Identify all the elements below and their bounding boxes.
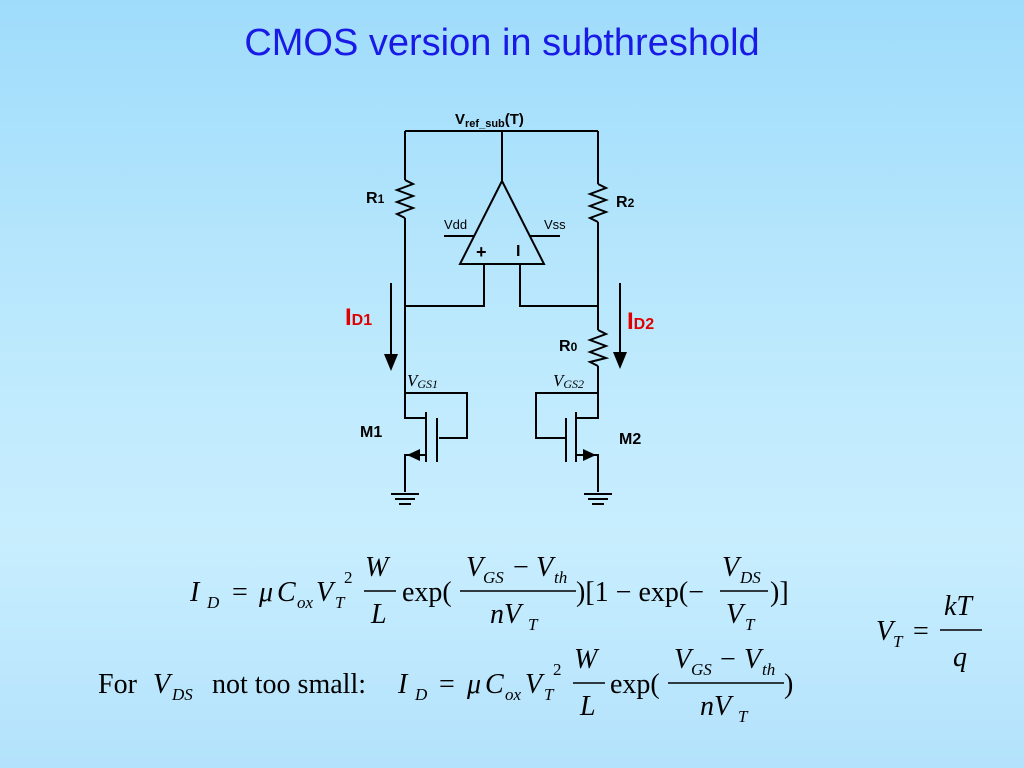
svg-text:T: T: [738, 707, 749, 726]
label-id2: ID2: [627, 308, 654, 335]
svg-text:V: V: [536, 552, 556, 583]
label-r1: R1: [366, 190, 385, 207]
svg-text:2: 2: [344, 568, 353, 587]
svg-text:T: T: [745, 615, 756, 634]
svg-text:−: −: [720, 644, 736, 675]
m2-arrow: [583, 449, 596, 461]
resistor-r2: [587, 183, 609, 223]
m1-arrow: [407, 449, 420, 461]
svg-text:V: V: [316, 577, 336, 608]
label-vss: Vss: [544, 217, 566, 232]
transistor-m1: [391, 392, 468, 505]
svg-text:th: th: [554, 568, 567, 587]
svg-text:I: I: [189, 577, 201, 608]
opamp-symbol: [458, 178, 546, 265]
svg-text:For: For: [98, 669, 138, 700]
svg-text:μ: μ: [466, 669, 481, 700]
svg-text:V: V: [525, 669, 545, 700]
transistor-m2: [535, 392, 612, 505]
equation-2: For V DS not too small: I D = μ C ox V T…: [98, 644, 793, 726]
svg-text:−: −: [513, 552, 529, 583]
svg-text:V: V: [153, 669, 173, 700]
svg-text:th: th: [762, 660, 775, 679]
label-vref: Vref_sub(T): [455, 111, 524, 130]
svg-text:exp(: exp(: [402, 577, 452, 608]
current-arrow-id2: [613, 283, 627, 369]
slide-title: CMOS version in subthreshold: [244, 22, 760, 64]
svg-text:ox: ox: [505, 685, 522, 704]
label-vgs1: VGS1: [407, 371, 438, 391]
svg-text:L: L: [579, 691, 596, 722]
svg-text:=: =: [913, 616, 929, 647]
svg-text:I: I: [397, 669, 409, 700]
svg-text:nV: nV: [700, 691, 734, 722]
svg-text:V: V: [674, 644, 694, 675]
resistor-r0: [587, 329, 610, 367]
svg-text:GS: GS: [483, 568, 504, 587]
svg-text:2: 2: [553, 660, 562, 679]
label-id1: ID1: [345, 304, 372, 331]
svg-text:)[1 − exp(−: )[1 − exp(−: [576, 577, 704, 608]
svg-text:V: V: [466, 552, 486, 583]
svg-text:not too small:: not too small:: [212, 669, 366, 700]
svg-text:T: T: [528, 615, 539, 634]
svg-text:C: C: [485, 669, 504, 700]
svg-text:L: L: [370, 599, 387, 630]
equation-1: I D = μ C ox V T 2 W L exp( V GS − V th …: [189, 552, 789, 634]
svg-text:V: V: [726, 599, 746, 630]
svg-text:): ): [784, 669, 793, 700]
equation-3: V T = kT q: [876, 591, 982, 673]
svg-text:exp(: exp(: [610, 669, 660, 700]
svg-text:W: W: [365, 552, 391, 583]
svg-text:W: W: [574, 644, 600, 675]
svg-text:)]: )]: [770, 577, 789, 608]
svg-text:=: =: [232, 577, 248, 608]
svg-text:q: q: [953, 642, 967, 673]
svg-text:μ: μ: [258, 577, 273, 608]
svg-text:kT: kT: [944, 591, 974, 622]
label-opamp-plus: +: [476, 242, 487, 262]
label-vdd: Vdd: [444, 217, 467, 232]
circuit-wires: [404, 130, 599, 418]
svg-text:T: T: [544, 685, 555, 704]
svg-text:C: C: [277, 577, 296, 608]
svg-text:ox: ox: [297, 593, 314, 612]
label-r0: R0: [559, 338, 578, 355]
svg-text:T: T: [893, 632, 904, 651]
svg-text:GS: GS: [691, 660, 712, 679]
label-r2: R2: [616, 194, 635, 211]
svg-text:D: D: [206, 593, 220, 612]
svg-text:DS: DS: [739, 568, 761, 587]
resistor-r1: [394, 179, 416, 219]
svg-text:V: V: [744, 644, 764, 675]
svg-text:nV: nV: [490, 599, 524, 630]
svg-text:V: V: [722, 552, 742, 583]
svg-text:T: T: [335, 593, 346, 612]
current-arrow-id1: [384, 283, 398, 371]
label-m1: M1: [360, 424, 382, 441]
label-opamp-minus: I: [516, 243, 520, 260]
svg-text:V: V: [876, 616, 896, 647]
label-vgs2: VGS2: [553, 371, 584, 391]
label-m2: M2: [619, 431, 641, 448]
svg-text:=: =: [439, 669, 455, 700]
svg-text:D: D: [414, 685, 428, 704]
svg-text:DS: DS: [171, 685, 193, 704]
